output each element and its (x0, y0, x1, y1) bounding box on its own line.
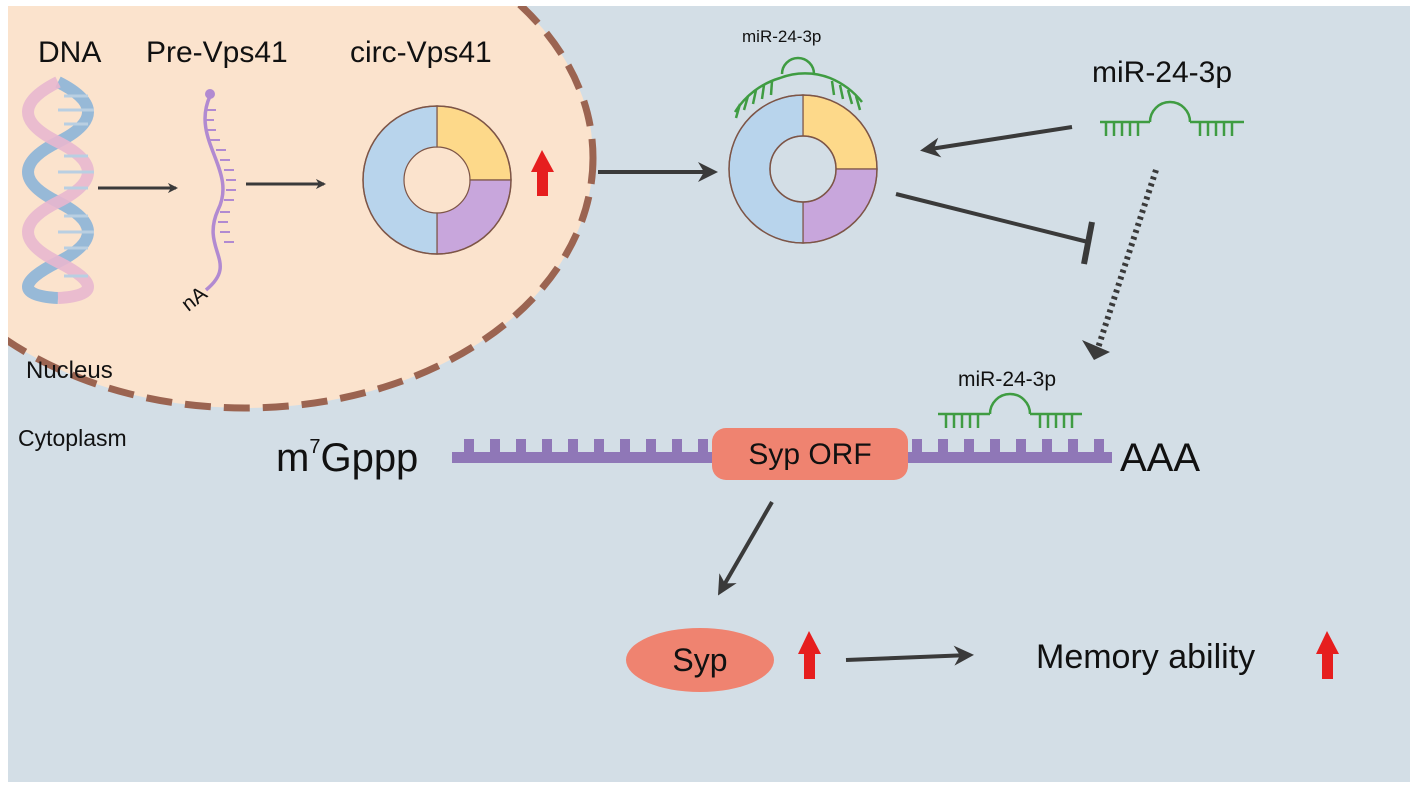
arrow-mirna-to-mrna-dashed (1095, 169, 1159, 349)
mirna-bound-mrna-icon (938, 392, 1082, 428)
label-cap: m7Gppp (276, 436, 418, 480)
label-pre-vps41: Pre-Vps41 (146, 36, 288, 69)
label-mirna-bound-mrna: miR-24-3p (958, 368, 1056, 391)
up-arrow-icon-memory (1316, 631, 1339, 679)
pre-rna-icon (203, 89, 236, 292)
arrow-syp-to-memory (845, 645, 974, 666)
syp-orf-box (712, 428, 908, 480)
label-poly-a: AAA (1120, 436, 1200, 480)
mirna-icon (1100, 100, 1244, 136)
dna-helix-icon (22, 76, 94, 304)
label-cytoplasm: Cytoplasm (18, 425, 127, 451)
syp-protein-shape (626, 628, 774, 692)
label-mirna-free: miR-24-3p (1092, 56, 1232, 89)
arrow-syp-orf-to-syp (717, 500, 774, 596)
up-arrow-icon-circ (531, 150, 554, 196)
up-arrow-icon-syp (798, 631, 821, 679)
circrna-sponge-icon (728, 94, 878, 244)
label-syp-orf: Syp ORF (748, 438, 871, 471)
arrow-mirna-sponge (920, 125, 1073, 158)
label-syp: Syp (672, 642, 727, 678)
arrowhead-dashed (1082, 340, 1110, 360)
label-dna: DNA (38, 36, 101, 69)
circrna-ring-icon (362, 105, 512, 255)
label-memory-ability: Memory ability (1036, 638, 1255, 676)
flow-arrows (98, 125, 1159, 666)
label-nucleus: Nucleus (26, 357, 113, 384)
label-mirna-bound-circ: miR-24-3p (742, 27, 821, 46)
mirna-bound-circ-icon (733, 56, 863, 119)
label-circ-vps41: circ-Vps41 (350, 36, 492, 69)
inhibition-icon (895, 192, 1095, 265)
